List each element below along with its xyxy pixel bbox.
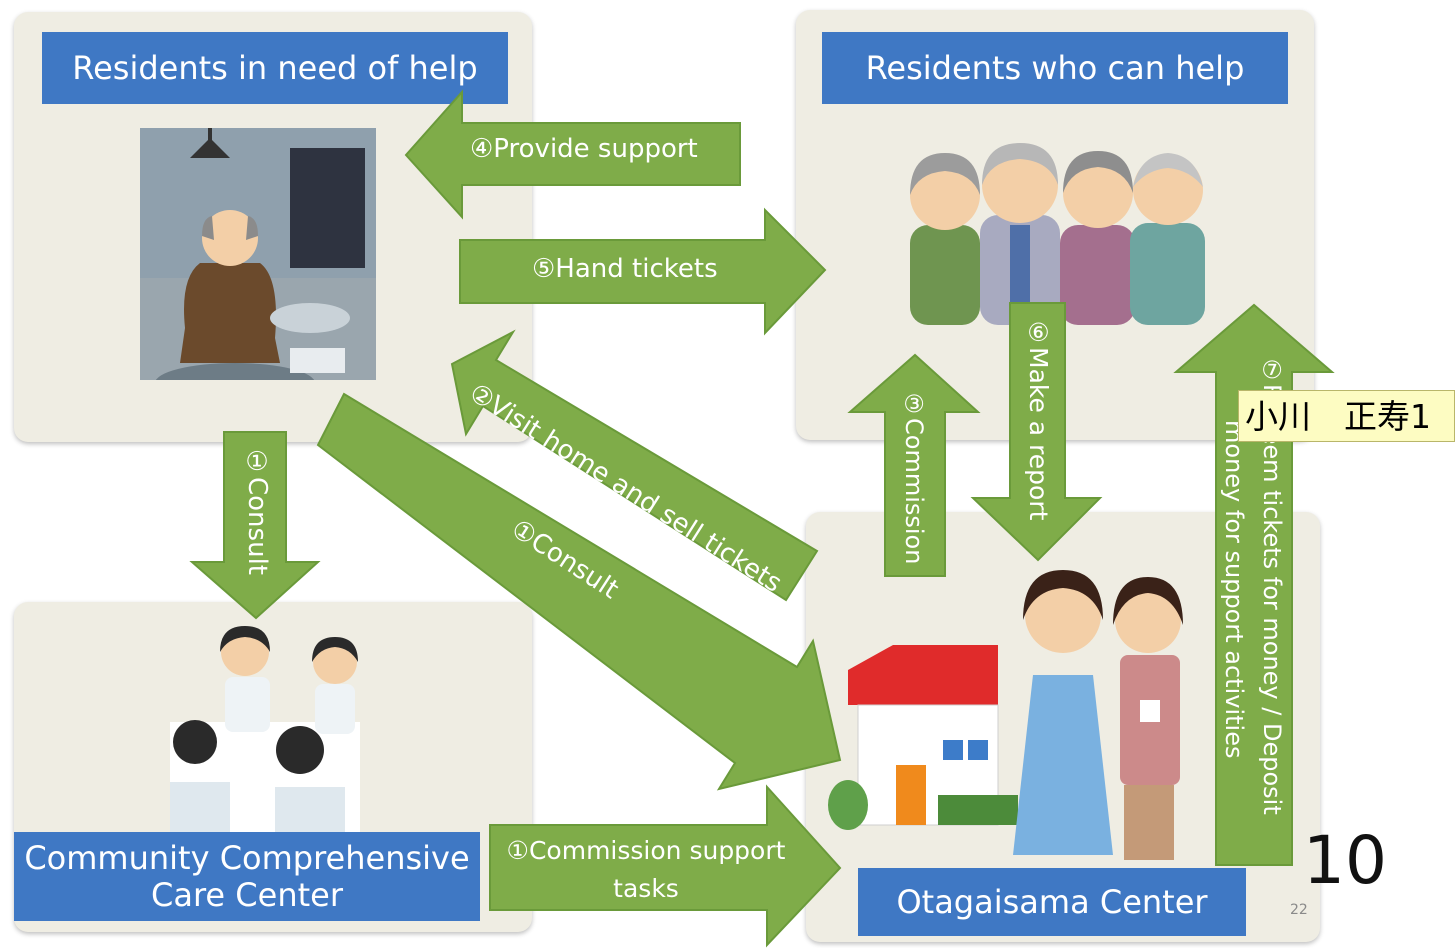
slide-number: 22 bbox=[1290, 902, 1308, 918]
residents-need-help-label: Residents in need of help bbox=[42, 32, 508, 104]
arrow-consult-down bbox=[189, 431, 321, 620]
make-report-text: ⑥Make a report bbox=[1024, 318, 1053, 521]
arrow-visit-sell bbox=[450, 329, 819, 602]
author-note: 小川 正寿1 bbox=[1238, 390, 1455, 442]
arrow-redeem bbox=[1173, 303, 1335, 866]
otagaisama-center-label: Otagaisama Center bbox=[858, 868, 1246, 936]
arrow-commission-up bbox=[847, 353, 981, 577]
page-number: 10 bbox=[1303, 822, 1387, 899]
care-center-label: Community Comprehensive Care Center bbox=[14, 832, 480, 921]
center-house-staff-illustration bbox=[828, 570, 1183, 860]
arrow-provide-support bbox=[404, 89, 741, 220]
provide-support-text: ④Provide support bbox=[470, 134, 698, 164]
arrow-consult-diagonal bbox=[316, 392, 842, 791]
residents-can-help-label: Residents who can help bbox=[822, 32, 1288, 104]
arrow-make-report bbox=[970, 302, 1103, 562]
arrow-hand-tickets bbox=[459, 207, 827, 336]
care-staff-illustration bbox=[170, 626, 360, 832]
commission-up-text: ③Commission bbox=[900, 390, 928, 565]
consult-down-text: ①Consult bbox=[242, 447, 272, 575]
commission-tasks-text: ①Commission support tasks bbox=[496, 832, 796, 908]
hand-tickets-text: ⑤Hand tickets bbox=[532, 254, 718, 284]
elderly-man-illustration bbox=[140, 128, 376, 380]
helpers-group-illustration bbox=[910, 143, 1205, 325]
commission-tasks-label: ①Commission support tasks bbox=[506, 836, 786, 903]
redeem-line2-text: money for support activities bbox=[1220, 420, 1248, 759]
arrow-commission-tasks bbox=[489, 784, 842, 948]
